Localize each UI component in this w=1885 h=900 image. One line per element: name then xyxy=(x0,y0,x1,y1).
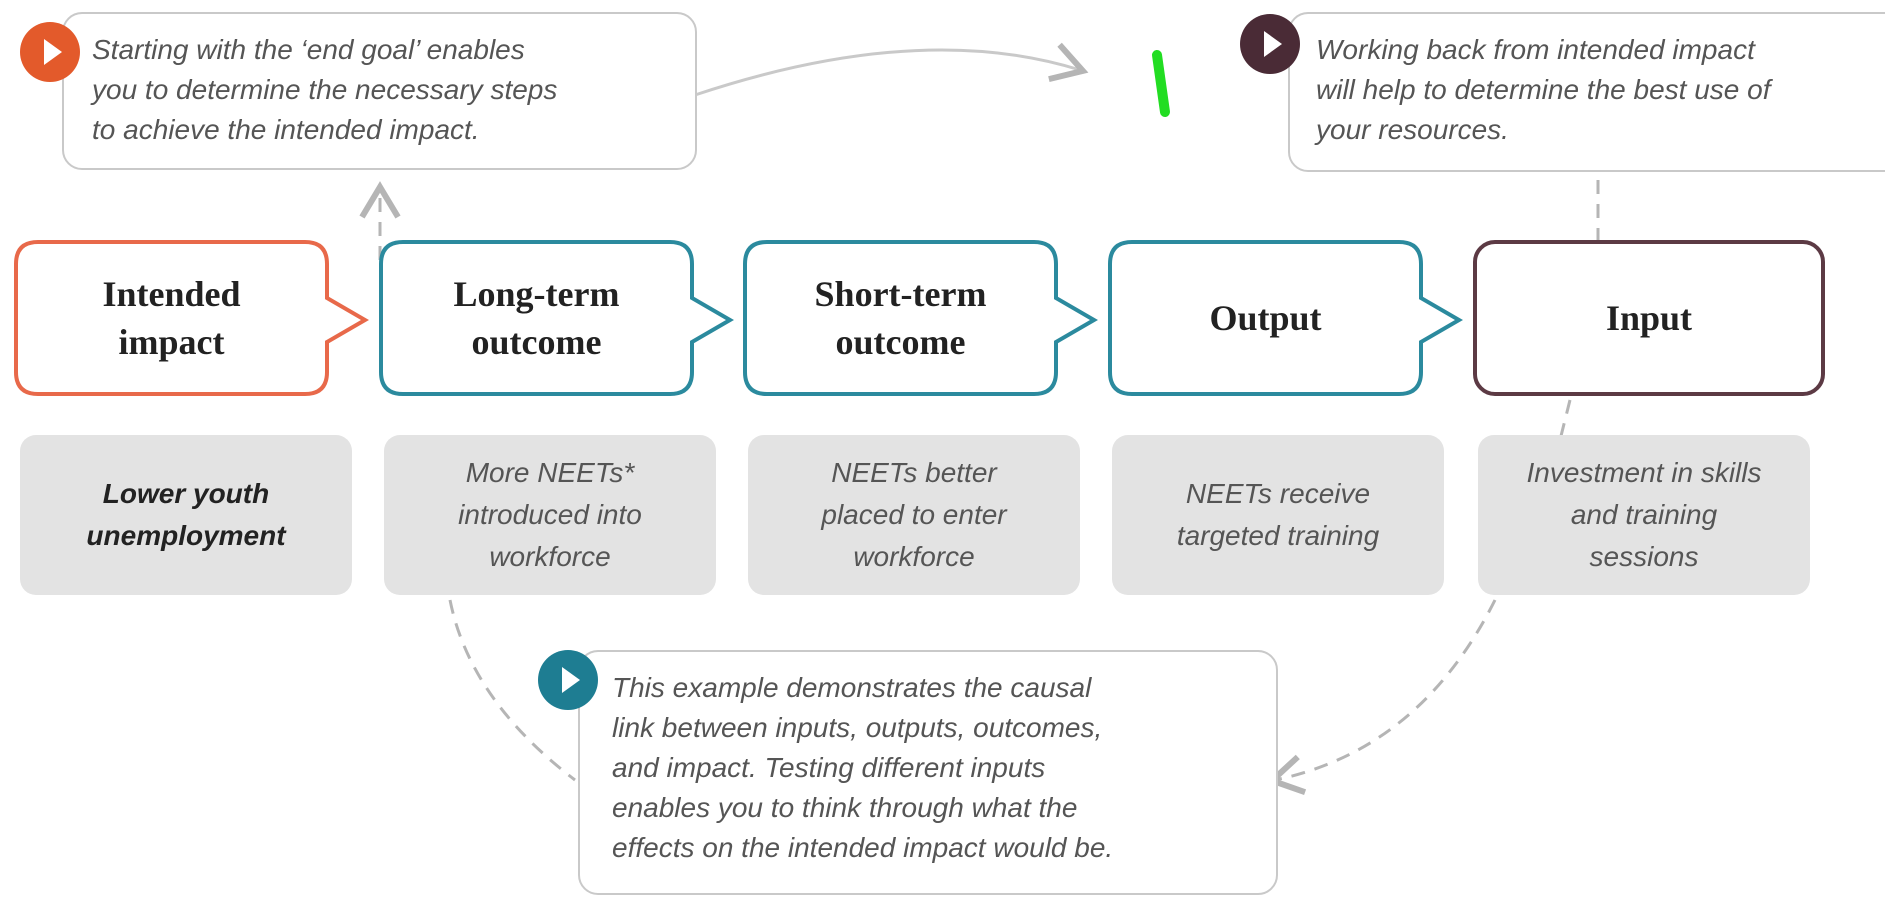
description-line: Investment in skills xyxy=(1526,457,1762,488)
stage-description-intended-impact: Lower youth unemployment xyxy=(20,435,352,595)
callout-line: and impact. Testing different inputs xyxy=(612,752,1046,783)
bottom-left-dashed-curve xyxy=(448,599,576,782)
stage-shape-short-term-outcome xyxy=(743,240,1098,396)
description-line: More NEETs* xyxy=(465,457,635,488)
right-bottom-dashed-line xyxy=(1558,399,1572,441)
description-line: introduced into xyxy=(458,499,642,530)
callout-bottom xyxy=(578,650,1278,895)
stage-description-long-term-outcome: More NEETs* introduced into workforce xyxy=(384,435,716,595)
stage-label-line: Input xyxy=(1605,298,1693,338)
description-line: workforce xyxy=(853,541,975,572)
callout-line: to achieve the intended impact. xyxy=(92,114,480,145)
callout-line: enables you to think through what the xyxy=(612,792,1078,823)
description-line: sessions xyxy=(1589,541,1699,572)
play-icon[interactable] xyxy=(20,22,80,82)
stage-shape-long-term-outcome xyxy=(379,240,734,396)
callout-top-left xyxy=(62,12,697,170)
stage-label-long-term-outcome: Long-term outcome xyxy=(381,270,692,366)
callout-line: link between inputs, outputs, outcomes, xyxy=(612,712,1103,743)
callout-line: you to determine the necessary steps xyxy=(92,74,558,105)
play-triangle-icon xyxy=(1264,31,1282,57)
callout-line: will help to determine the best use of xyxy=(1316,74,1771,105)
stage-description-text: NEETs receive targeted training xyxy=(1112,473,1444,557)
stage-shape-output xyxy=(1108,240,1463,396)
description-line: unemployment xyxy=(86,520,286,551)
stage-label-line: outcome xyxy=(835,322,966,362)
play-icon[interactable] xyxy=(1240,14,1300,74)
stage-description-text: Investment in skills and training sessio… xyxy=(1478,452,1810,578)
stage-description-text: NEETs better placed to enter workforce xyxy=(748,452,1080,578)
stage-label-line: impact xyxy=(118,322,225,362)
description-line: Lower youth xyxy=(102,478,270,509)
play-triangle-icon xyxy=(44,39,62,65)
description-line: targeted training xyxy=(1176,520,1380,551)
callout-text-top-right: Working back from intended impact will h… xyxy=(1316,30,1885,150)
callout-top-right-clip: Working back from intended impact will h… xyxy=(1280,0,1885,200)
stage-label-line: Short-term xyxy=(814,274,987,314)
callout-line: your resources. xyxy=(1316,114,1509,145)
stage-label-line: Long-term xyxy=(453,274,620,314)
description-line: and training xyxy=(1570,499,1718,530)
stage-description-input: Investment in skills and training sessio… xyxy=(1478,435,1810,595)
stage-label-line: outcome xyxy=(471,322,602,362)
description-line: NEETs better xyxy=(831,457,997,488)
stage-label-line: Output xyxy=(1209,298,1322,338)
callout-text-bottom: This example demonstrates the causal lin… xyxy=(612,668,1272,868)
callout-text-top-left: Starting with the ‘end goal’ enables you… xyxy=(92,30,692,150)
stage-shape-input xyxy=(1473,240,1825,396)
stage-label-short-term-outcome: Short-term outcome xyxy=(745,270,1056,366)
description-line: placed to enter xyxy=(821,499,1007,530)
play-icon[interactable] xyxy=(538,650,598,710)
callout-line: This example demonstrates the causal xyxy=(612,672,1092,703)
green-marker xyxy=(1152,50,1170,117)
description-line: workforce xyxy=(489,541,611,572)
stage-description-output: NEETs receive targeted training xyxy=(1112,435,1444,595)
stage-label-line: Intended xyxy=(102,274,241,314)
stage-description-text: More NEETs* introduced into workforce xyxy=(384,452,716,578)
stage-description-text: Lower youth unemployment xyxy=(20,473,352,557)
callout-line: Working back from intended impact xyxy=(1316,34,1755,65)
stage-shape-intended-impact xyxy=(14,240,369,396)
stage-label-input: Input xyxy=(1475,294,1823,342)
callout-line: Starting with the ‘end goal’ enables xyxy=(92,34,525,65)
play-triangle-icon xyxy=(562,667,580,693)
stage-label-intended-impact: Intended impact xyxy=(16,270,327,366)
callout-top-right xyxy=(1288,12,1885,172)
bottom-right-dashed-arrow xyxy=(1266,599,1497,795)
stage-label-output: Output xyxy=(1110,294,1421,342)
description-line: NEETs receive xyxy=(1185,478,1371,509)
stage-description-short-term-outcome: NEETs better placed to enter workforce xyxy=(748,435,1080,595)
top-arc-arrow xyxy=(694,42,1089,97)
callout-line: effects on the intended impact would be. xyxy=(612,832,1114,863)
